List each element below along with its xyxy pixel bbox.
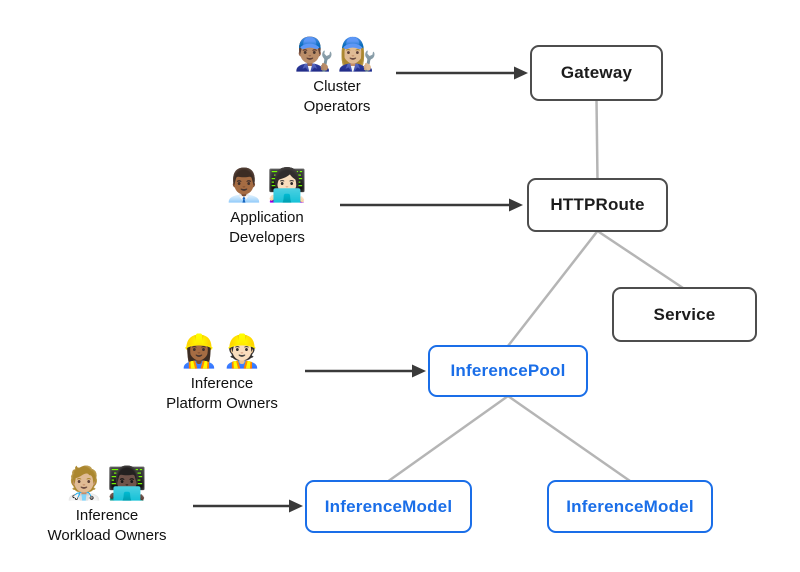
arrow-cluster-operators-gateway bbox=[396, 66, 528, 80]
woman-mechanic-emoji: 👩🏼‍🔧 bbox=[337, 36, 380, 72]
edge-inferencepool-inferencemodel-1 bbox=[387, 394, 509, 483]
node-httproute-label: HTTPRoute bbox=[550, 195, 645, 214]
node-service: Service bbox=[612, 287, 757, 342]
node-inferencemodel-right-label: InferenceModel bbox=[566, 496, 694, 516]
label-line: Operators bbox=[303, 97, 371, 115]
edge-gateway-httproute bbox=[595, 99, 599, 181]
label-line: Cluster bbox=[313, 78, 361, 95]
node-gateway: Gateway bbox=[530, 45, 663, 101]
node-inferencemodel-right: InferenceModel bbox=[547, 480, 713, 533]
health-worker-emoji: 🧑🏼‍⚕️ bbox=[64, 465, 107, 501]
arrow-application-developers-httproute bbox=[340, 198, 523, 212]
inference-workload-owners-label: Inference Workload Owners bbox=[0, 506, 217, 545]
label-line: Platform Owners bbox=[166, 394, 278, 412]
label-line: Developers bbox=[229, 228, 305, 246]
label-line: Inference bbox=[75, 507, 139, 524]
edge-inferencepool-inferencemodel-2 bbox=[507, 394, 631, 483]
persona-cluster-operators: 👨🏽‍🔧👩🏼‍🔧 Cluster Operators bbox=[227, 33, 447, 116]
node-httproute: HTTPRoute bbox=[527, 178, 668, 232]
arrow-inference-platform-owners-inferencepool bbox=[305, 364, 426, 378]
node-inferencepool-label: InferencePool bbox=[450, 361, 566, 380]
node-gateway-label: Gateway bbox=[560, 63, 633, 82]
inference-platform-owners-label: Inference Platform Owners bbox=[112, 374, 332, 413]
inference-workload-owners-emoji: 🧑🏼‍⚕️👨🏿‍💻 bbox=[0, 462, 217, 504]
woman-construction-worker-emoji: 👷🏾‍♀️ bbox=[179, 333, 222, 369]
application-developers-emoji: 👨🏾‍💼👩🏻‍💻 bbox=[157, 164, 377, 206]
inference-platform-owners-emoji: 👷🏾‍♀️👷🏻 bbox=[112, 330, 332, 372]
cluster-operators-label: Cluster Operators bbox=[227, 77, 447, 116]
construction-worker-emoji: 👷🏻 bbox=[222, 333, 265, 369]
man-technologist-emoji: 👨🏿‍💻 bbox=[107, 465, 150, 501]
node-inferencemodel-left-label: InferenceModel bbox=[324, 496, 453, 516]
label-line: Inference bbox=[190, 375, 254, 392]
label-line: Application bbox=[230, 209, 304, 226]
application-developers-label: Application Developers bbox=[157, 208, 377, 247]
man-mechanic-emoji: 👨🏽‍🔧 bbox=[294, 36, 337, 72]
man-office-worker-emoji: 👨🏾‍💼 bbox=[224, 167, 267, 203]
edge-httproute-inferencepool bbox=[507, 230, 599, 347]
node-inferencepool: InferencePool bbox=[428, 345, 588, 397]
persona-application-developers: 👨🏾‍💼👩🏻‍💻 Application Developers bbox=[157, 164, 377, 247]
label-line: Workload Owners bbox=[47, 526, 167, 544]
persona-inference-platform-owners: 👷🏾‍♀️👷🏻 Inference Platform Owners bbox=[112, 330, 332, 413]
arrow-inference-workload-owners-inferencemodel bbox=[193, 499, 303, 513]
persona-inference-workload-owners: 🧑🏼‍⚕️👨🏿‍💻 Inference Workload Owners bbox=[0, 462, 217, 545]
node-service-label: Service bbox=[653, 304, 716, 324]
node-inferencemodel-left: InferenceModel bbox=[305, 480, 472, 533]
woman-technologist-emoji: 👩🏻‍💻 bbox=[267, 167, 310, 203]
cluster-operators-emoji: 👨🏽‍🔧👩🏼‍🔧 bbox=[227, 33, 447, 75]
edge-httproute-service bbox=[596, 229, 686, 291]
